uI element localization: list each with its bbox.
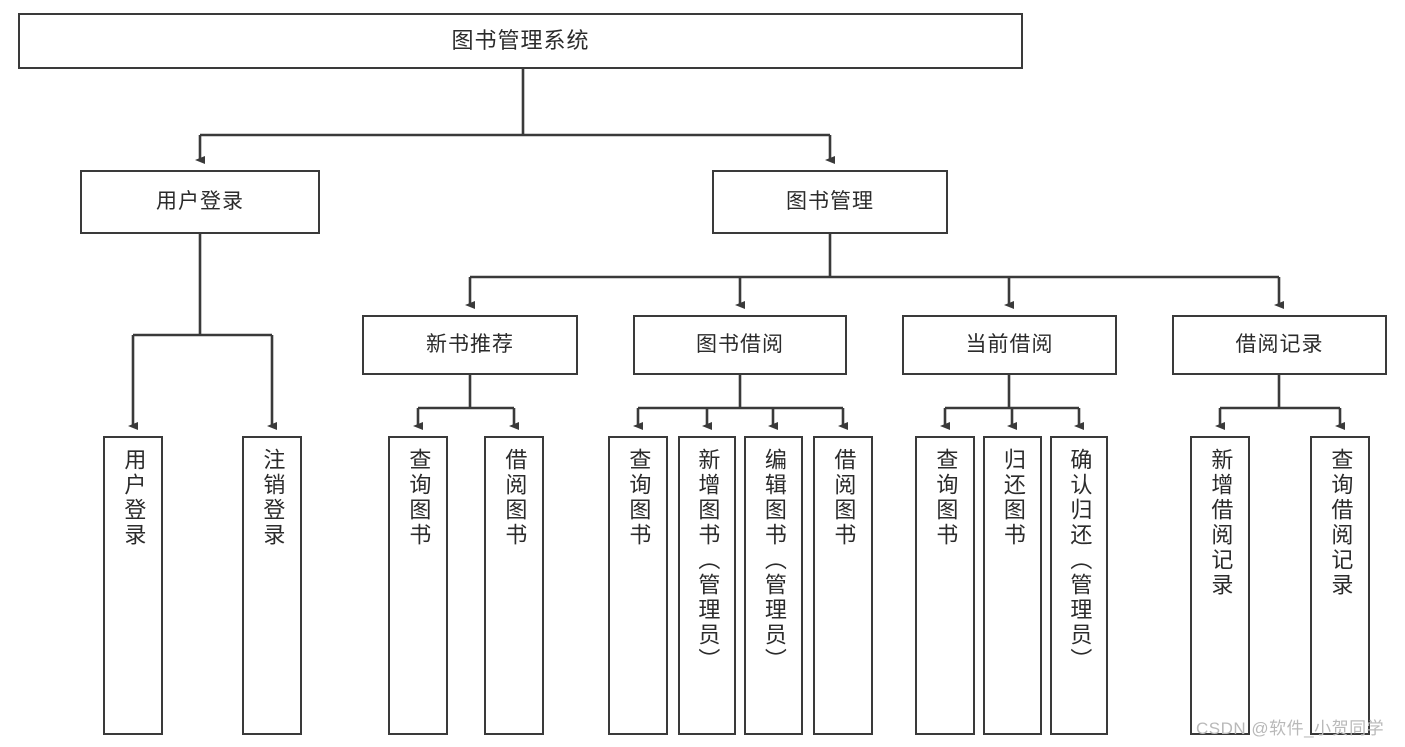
node-root-system[interactable]: 图书管理系统: [18, 13, 1023, 69]
node-label: 用户登录: [156, 189, 244, 213]
node-book-manage[interactable]: 图书管理: [712, 170, 948, 234]
node-leaf-add-borrow-record[interactable]: 新增借阅记录: [1190, 436, 1250, 735]
node-label: 新增借阅记录: [1208, 448, 1234, 598]
node-label: 查询图书: [406, 448, 432, 548]
node-leaf-borrow-book-1[interactable]: 借阅图书: [484, 436, 544, 735]
node-label: 新书推荐: [426, 332, 514, 356]
node-label: 查询借阅记录: [1328, 448, 1354, 598]
node-label: 借阅图书: [831, 448, 857, 548]
node-leaf-return-book[interactable]: 归还图书: [983, 436, 1042, 735]
node-label: 图书管理: [786, 189, 874, 213]
node-leaf-query-borrow-record[interactable]: 查询借阅记录: [1310, 436, 1370, 735]
node-label: 图书借阅: [696, 332, 784, 356]
node-label: 注销登录: [260, 448, 286, 548]
node-leaf-borrow-book-2[interactable]: 借阅图书: [813, 436, 873, 735]
node-leaf-user-logout[interactable]: 注销登录: [242, 436, 302, 735]
node-label: 借阅图书: [502, 448, 528, 548]
node-new-book-recommend[interactable]: 新书推荐: [362, 315, 578, 375]
node-label: 新增图书（管理员）: [695, 448, 721, 673]
node-label: 用户登录: [121, 448, 147, 548]
node-leaf-user-login[interactable]: 用户登录: [103, 436, 163, 735]
node-leaf-add-book-admin[interactable]: 新增图书（管理员）: [678, 436, 736, 735]
node-leaf-query-book-1[interactable]: 查询图书: [388, 436, 448, 735]
node-borrow-record[interactable]: 借阅记录: [1172, 315, 1387, 375]
node-label: 编辑图书（管理员）: [761, 448, 787, 673]
node-label: 查询图书: [626, 448, 652, 548]
node-current-borrow[interactable]: 当前借阅: [902, 315, 1117, 375]
node-label: 查询图书: [933, 448, 959, 548]
node-label: 归还图书: [1000, 448, 1026, 548]
node-leaf-query-book-3[interactable]: 查询图书: [915, 436, 975, 735]
node-leaf-confirm-return-admin[interactable]: 确认归还（管理员）: [1050, 436, 1108, 735]
node-label: 确认归还（管理员）: [1067, 448, 1093, 673]
node-label: 当前借阅: [965, 332, 1054, 356]
node-label: 借阅记录: [1235, 332, 1324, 356]
node-leaf-edit-book-admin[interactable]: 编辑图书（管理员）: [744, 436, 803, 735]
node-user-login[interactable]: 用户登录: [80, 170, 320, 234]
node-leaf-query-book-2[interactable]: 查询图书: [608, 436, 668, 735]
node-label: 图书管理系统: [451, 28, 590, 54]
node-book-borrow[interactable]: 图书借阅: [633, 315, 847, 375]
